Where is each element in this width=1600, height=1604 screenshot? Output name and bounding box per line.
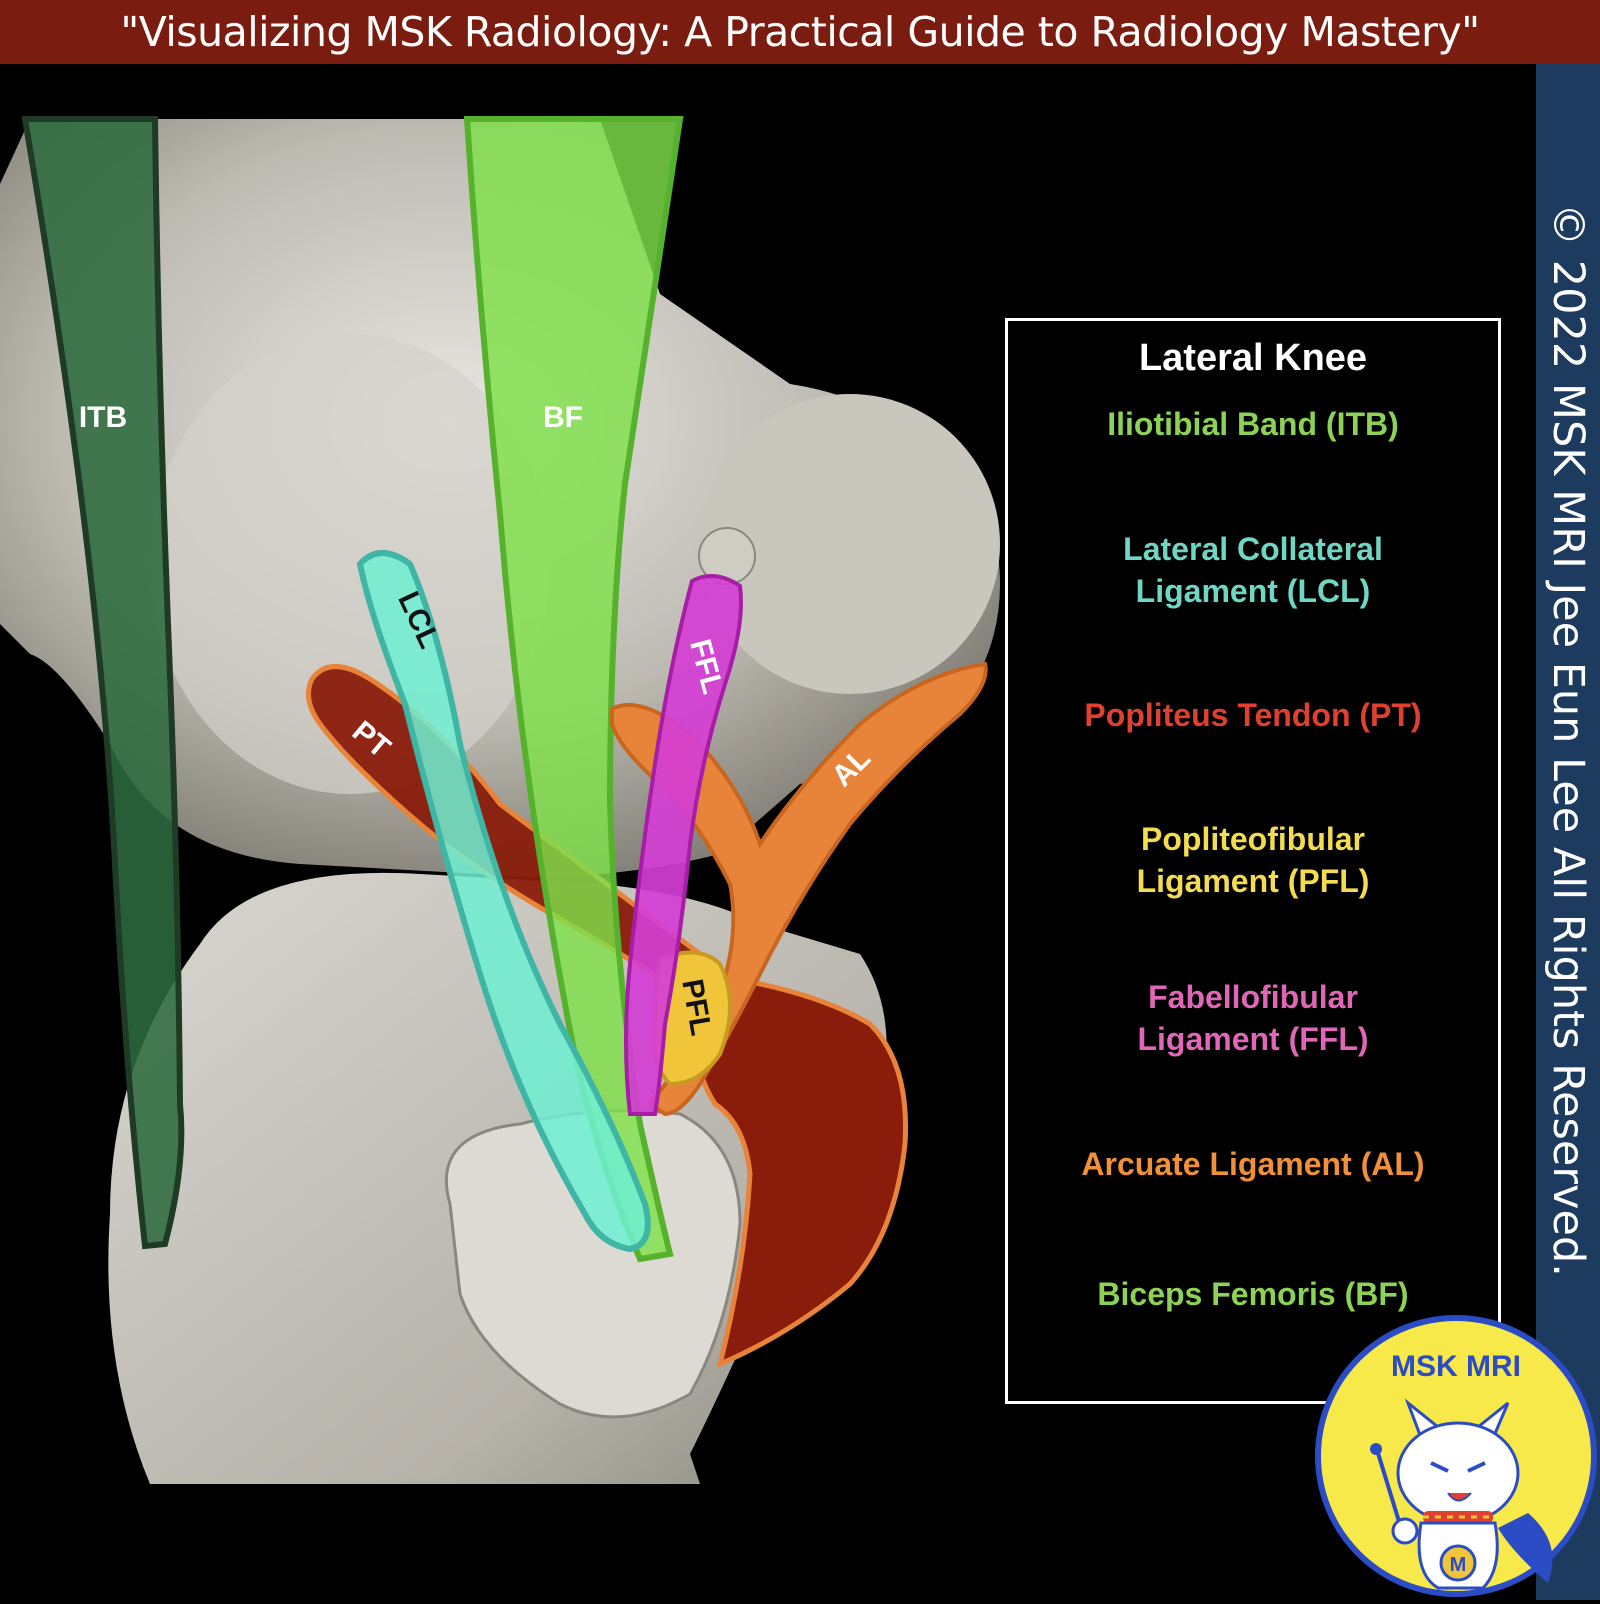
legend-item-line: Ligament (LCL)	[1008, 570, 1498, 612]
logo-badge-letter: M	[1450, 1554, 1467, 1576]
legend-item-lcl: Lateral Collateral Ligament (LCL)	[1008, 528, 1498, 612]
legend-item-al: Arcuate Ligament (AL)	[1008, 1143, 1498, 1185]
page-title: "Visualizing MSK Radiology: A Practical …	[120, 8, 1479, 56]
copyright-text: © 2022 MSK MRI Jee Eun Lee All Rights Re…	[1543, 203, 1593, 1277]
legend-item-bf: Biceps Femoris (BF)	[1008, 1273, 1498, 1315]
legend-item-line: Ligament (FFL)	[1008, 1018, 1498, 1060]
legend-title: Lateral Knee	[1008, 337, 1498, 380]
itb-label: ITB	[79, 401, 127, 434]
legend-item-line: Popliteofibular	[1008, 818, 1498, 860]
legend-box: Lateral Knee Iliotibial Band (ITB) Later…	[1005, 318, 1501, 1404]
legend-item-line: Biceps Femoris (BF)	[1008, 1273, 1498, 1315]
legend-item-pt: Popliteus Tendon (PT)	[1008, 694, 1498, 736]
logo-text: MSK MRI	[1391, 1350, 1521, 1383]
legend-item-pfl: Popliteofibular Ligament (PFL)	[1008, 818, 1498, 902]
msk-mri-logo: MSK MRI M	[1313, 1313, 1600, 1600]
legend-item-itb: Iliotibial Band (ITB)	[1008, 403, 1498, 445]
legend-item-line: Lateral Collateral	[1008, 528, 1498, 570]
legend-item-line: Iliotibial Band (ITB)	[1008, 403, 1498, 445]
title-banner: "Visualizing MSK Radiology: A Practical …	[0, 0, 1600, 64]
legend-item-line: Fabellofibular	[1008, 976, 1498, 1018]
legend-item-line: Ligament (PFL)	[1008, 860, 1498, 902]
logo-svg: MSK MRI M	[1313, 1313, 1600, 1600]
bf-label: BF	[543, 401, 583, 434]
legend-item-line: Arcuate Ligament (AL)	[1008, 1143, 1498, 1185]
legend-item-line: Popliteus Tendon (PT)	[1008, 694, 1498, 736]
legend-item-ffl: Fabellofibular Ligament (FFL)	[1008, 976, 1498, 1060]
